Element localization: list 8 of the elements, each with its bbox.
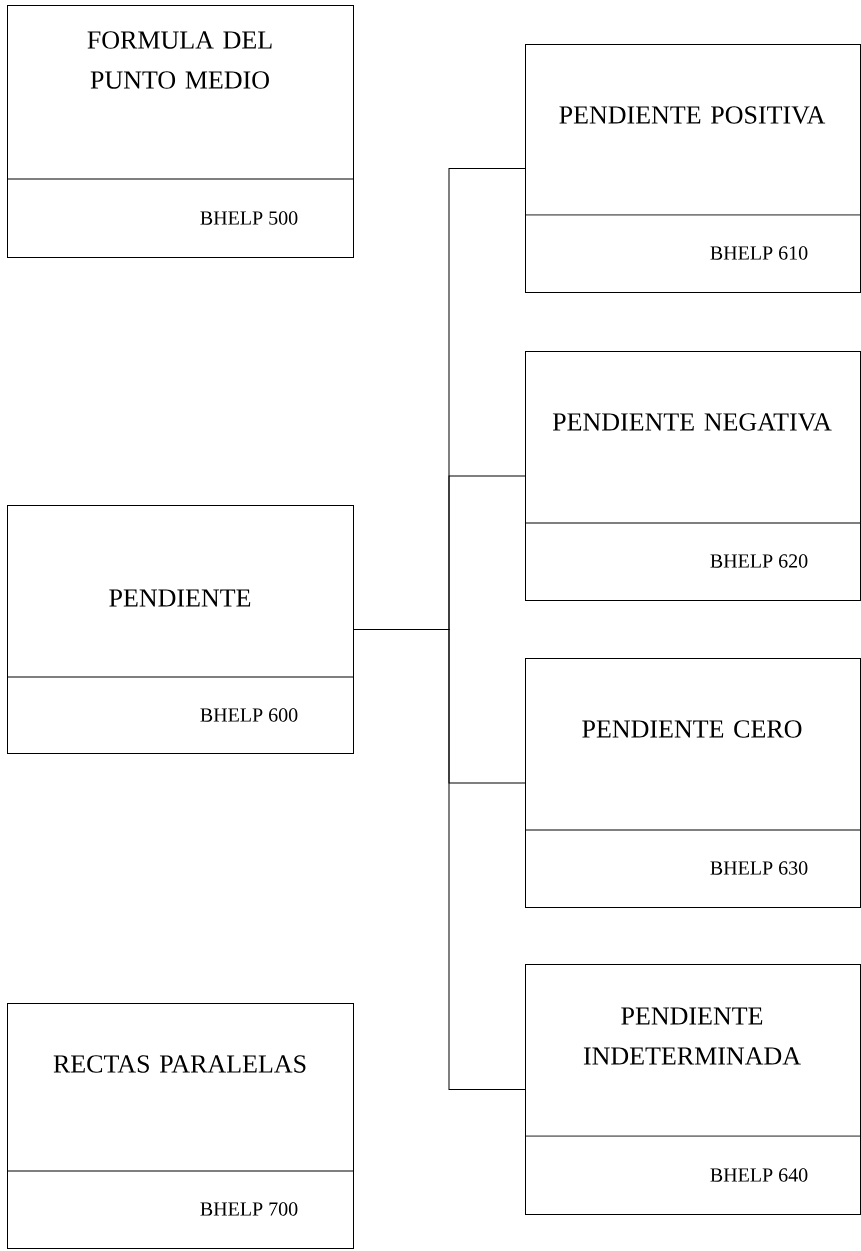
labeled-box: FORMULA DEL PUNTO MEDIO BHELP 500 [6, 5, 354, 258]
labeled-box: PENDIENTE INDETERMINADA BHELP 640 [524, 964, 861, 1215]
connector-line [353, 629, 526, 1090]
labeled-box: RECTAS PARALELAS BHELP 700 [6, 1003, 354, 1249]
labeled-box: PENDIENTE POSITIVA BHELP 610 [524, 44, 861, 293]
labeled-box: PENDIENTE BHELP 600 [6, 505, 354, 754]
labeled-box: PENDIENTE CERO BHELP 630 [524, 658, 861, 908]
labeled-box: PENDIENTE NEGATIVA BHELP 620 [524, 351, 861, 601]
